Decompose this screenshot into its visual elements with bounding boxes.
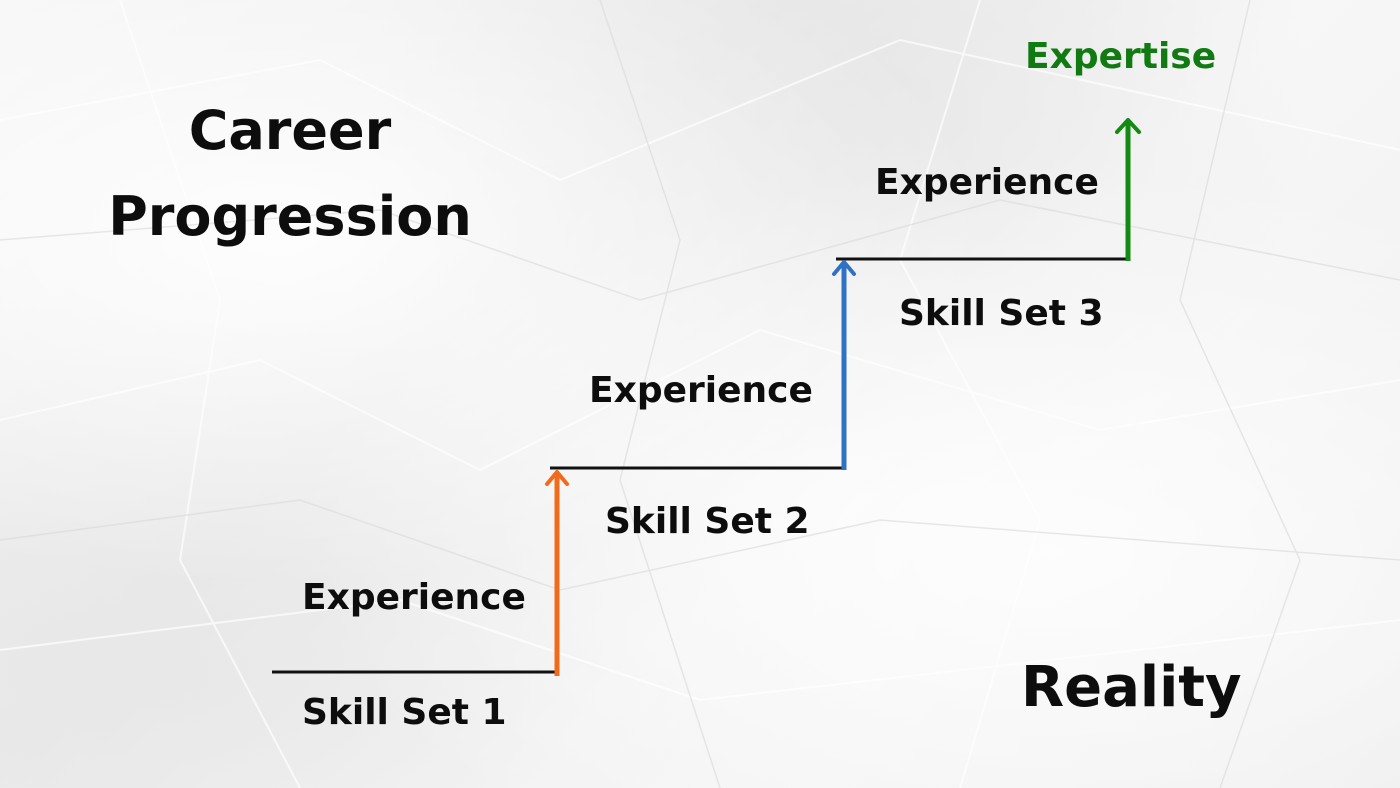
corner-label-reality: Reality (1021, 655, 1242, 720)
arrow-1 (545, 470, 569, 676)
step-arrows (545, 118, 1141, 676)
arrow-1-head (545, 470, 569, 486)
skill-set-label-1: Skill Set 1 (302, 692, 507, 733)
page-title: Career Progression (108, 99, 472, 248)
arrow-2 (832, 260, 856, 470)
arrow-3-head (1115, 118, 1141, 134)
skill-set-label-3: Skill Set 3 (899, 293, 1104, 334)
experience-label-1: Experience (302, 577, 526, 618)
arrow-3 (1115, 118, 1141, 261)
step-lines (272, 257, 1130, 674)
skill-set-label-2: Skill Set 2 (605, 501, 810, 542)
experience-label-3: Experience (875, 162, 1099, 203)
arrow-2-head (832, 260, 856, 276)
experience-label-2: Experience (589, 370, 813, 411)
goal-label-expertise: Expertise (1025, 36, 1217, 77)
